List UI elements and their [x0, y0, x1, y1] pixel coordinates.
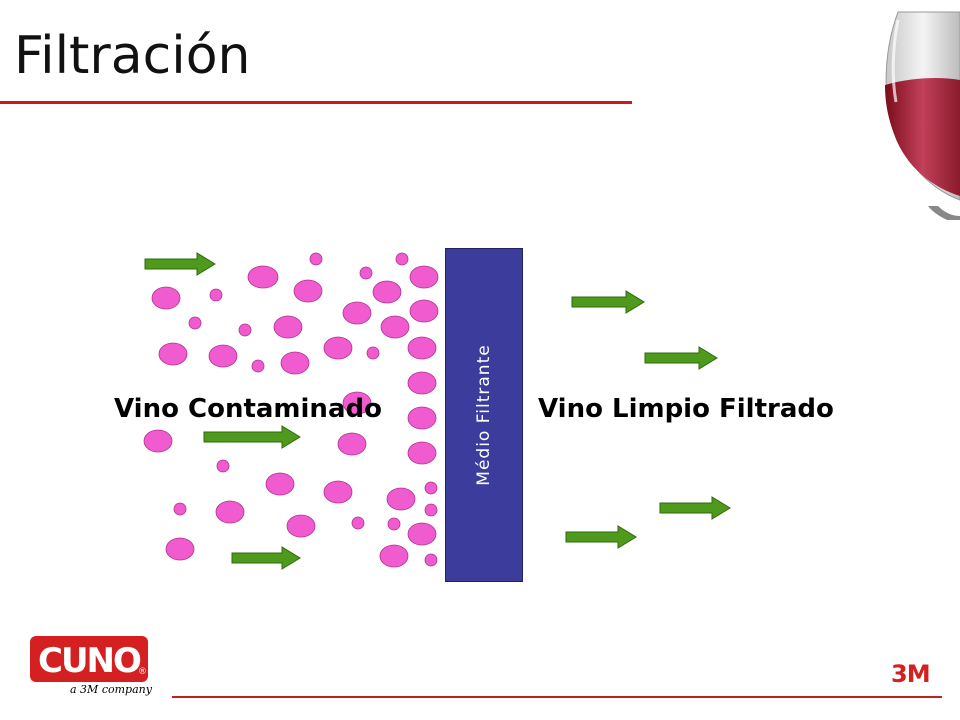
cuno-logo: CUNO ®: [30, 636, 148, 682]
cuno-registered-mark: ®: [138, 667, 147, 677]
particle: [407, 406, 437, 430]
flow-arrow-icon: [231, 546, 301, 570]
footer-rule: [172, 696, 942, 698]
particle: [286, 514, 316, 538]
cuno-tagline: a 3M company: [70, 683, 152, 696]
particle: [409, 299, 439, 323]
particle: [407, 522, 437, 546]
particle: [342, 301, 372, 325]
particle: [151, 286, 181, 310]
particle: [216, 459, 230, 473]
filter-medium-bar: Médio Filtrante: [445, 248, 523, 582]
particle: [323, 336, 353, 360]
particle: [424, 553, 438, 567]
particle: [424, 481, 438, 495]
3m-logo-text: 3M: [891, 660, 930, 686]
particle: [395, 252, 409, 266]
particle: [407, 441, 437, 465]
particle: [386, 487, 416, 511]
particle: [143, 429, 173, 453]
particle: [351, 516, 365, 530]
particle: [379, 544, 409, 568]
particle: [380, 315, 410, 339]
cuno-logo-text: CUNO: [38, 641, 141, 681]
flow-arrow-icon: [203, 425, 301, 449]
particle: [280, 351, 310, 375]
particle: [342, 391, 372, 415]
particle: [158, 342, 188, 366]
flow-arrow-icon: [565, 525, 637, 549]
filtered-wine-label: Vino Limpio Filtrado: [538, 394, 834, 424]
particle: [238, 323, 252, 337]
particle: [359, 266, 373, 280]
particle: [337, 432, 367, 456]
flow-arrow-icon: [571, 290, 645, 314]
title-underline: [0, 101, 632, 104]
particle: [323, 480, 353, 504]
particle: [188, 316, 202, 330]
particle: [293, 279, 323, 303]
particle: [407, 336, 437, 360]
filter-medium-label: Médio Filtrante: [474, 344, 494, 486]
particle: [366, 346, 380, 360]
particle: [273, 315, 303, 339]
particle: [215, 500, 245, 524]
page-title: Filtración: [14, 26, 251, 86]
particle: [409, 265, 439, 289]
particle: [173, 502, 187, 516]
particle: [209, 288, 223, 302]
particle: [387, 517, 401, 531]
contaminated-wine-label: Vino Contaminado: [114, 394, 382, 424]
flow-arrow-icon: [644, 346, 718, 370]
particle: [247, 265, 279, 289]
particle: [251, 359, 265, 373]
particle: [165, 537, 195, 561]
particle: [407, 371, 437, 395]
particle: [424, 503, 438, 517]
particle: [208, 344, 238, 368]
flow-arrow-icon: [144, 252, 216, 276]
wine-glass-icon: [885, 11, 960, 220]
particle: [309, 252, 323, 266]
flow-arrow-icon: [659, 496, 731, 520]
particle: [372, 280, 402, 304]
3m-logo: 3M: [891, 660, 931, 686]
particle: [265, 472, 295, 496]
